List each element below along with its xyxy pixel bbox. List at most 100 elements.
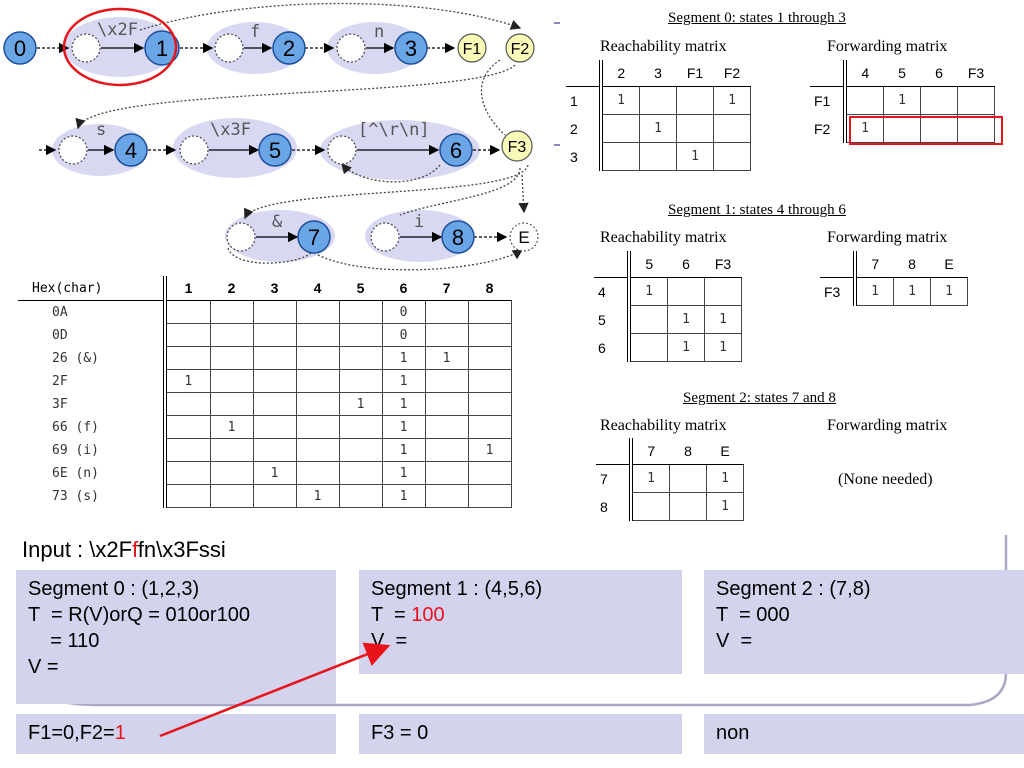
hex-cell: 1 (381, 346, 426, 370)
hex-col-header: 7 (425, 276, 468, 301)
matrix-cell (676, 86, 714, 115)
matrix-cell: 1 (930, 277, 968, 306)
matrix-cell: 1 (630, 464, 670, 493)
hex-col-header: 1 (165, 276, 210, 301)
matrix-cell (639, 142, 677, 171)
segment-1-panel-title: Segment 1 : (4,5,6) (371, 578, 543, 600)
matrix-cell: 1 (854, 277, 894, 306)
hex-row-label: 3F (18, 392, 167, 416)
hex-cell (209, 300, 254, 324)
hex-cell (338, 415, 383, 439)
hex-cell (424, 461, 469, 485)
matrix-cell (704, 277, 742, 306)
segment-2-v-line: V = (716, 630, 753, 652)
matrix-row-label: 6 (594, 333, 631, 362)
hex-cell: 1 (252, 461, 297, 485)
matrix-cell: 1 (667, 305, 705, 334)
matrix-col-header: E (706, 438, 744, 465)
hex-col-header: 5 (339, 276, 382, 301)
hex-cell (338, 438, 383, 462)
input-string: Input : \x2Fffn\x3Fssi (22, 537, 226, 563)
segment-0-title: Segment 0: states 1 through 3 (668, 10, 846, 26)
hex-cell (252, 415, 297, 439)
matrix-col-header: F2 (713, 60, 751, 87)
hex-col-header: 2 (210, 276, 253, 301)
hex-cell (252, 323, 297, 347)
state-4: 4 (125, 138, 137, 163)
matrix-cell: 1 (639, 114, 677, 143)
matrix-row-label: 1 (566, 86, 603, 115)
state-0: 0 (14, 36, 26, 61)
segment-2-panel-title: Segment 2 : (7,8) (716, 578, 871, 600)
hex-cell (252, 369, 297, 393)
hex-cell (295, 369, 340, 393)
hex-cell (295, 415, 340, 439)
hex-cell (338, 300, 383, 324)
segment-2-t-line: T = 000 (716, 604, 790, 626)
forward-flags-0-panel: F1=0,F2=1 (16, 714, 336, 754)
edge-label-x2f: \x2F (97, 20, 138, 40)
hex-cell (164, 484, 211, 508)
hex-cell (424, 323, 469, 347)
hex-cell (209, 369, 254, 393)
matrix-corner (596, 438, 633, 465)
hex-cell (295, 323, 340, 347)
hex-cell: 1 (295, 484, 340, 508)
hex-cell (209, 484, 254, 508)
matrix-corner (566, 60, 603, 87)
matrix-cell (600, 114, 640, 143)
f1-text: F3 = 0 (371, 722, 429, 744)
hex-cell (467, 323, 512, 347)
matrix-col-header: F1 (676, 60, 714, 87)
hex-cell (209, 323, 254, 347)
segment-2-reach-label: Reachability matrix (600, 417, 727, 434)
hex-row-label: 26 (&) (18, 346, 167, 370)
matrix-corner (820, 251, 857, 278)
matrix-cell (600, 142, 640, 171)
hex-cell (467, 369, 512, 393)
matrix-cell (957, 114, 995, 143)
hex-cell (252, 484, 297, 508)
hex-col-header: 4 (296, 276, 339, 301)
highlight-rect (849, 116, 1003, 145)
hex-cell (164, 323, 211, 347)
hex-cell (209, 438, 254, 462)
edge-label-not-newline: [^\r\n] (358, 120, 430, 140)
input-prefix: Input : \x2F (22, 537, 133, 562)
hex-row-label: 2F (18, 369, 167, 393)
forward-flags-2-panel: non (704, 714, 1024, 754)
hex-cell: 1 (381, 392, 426, 416)
matrix-cell: 1 (600, 86, 640, 115)
hex-cell (467, 346, 512, 370)
hex-cell (467, 461, 512, 485)
hex-cell: 1 (424, 346, 469, 370)
segment-0-fwd-label: Forwarding matrix (827, 38, 948, 55)
matrix-row-label: 8 (596, 492, 633, 521)
matrix-cell: 1 (667, 333, 705, 362)
matrix-row-label: F2 (810, 114, 847, 143)
edge-label-n: n (374, 22, 384, 42)
edge-label-s: s (96, 120, 106, 140)
matrix-cell (957, 86, 995, 115)
hex-cell (424, 300, 469, 324)
final-state-f3: F3 (508, 139, 527, 156)
segment-0-v-line: V = (28, 656, 59, 678)
hex-cell (338, 369, 383, 393)
matrix-cell: 1 (883, 86, 921, 115)
segment-1-fwd-label: Forwarding matrix (827, 229, 948, 246)
f0-prefix: F1=0,F2= (28, 722, 115, 744)
hex-cell: 1 (381, 484, 426, 508)
matrix-col-header: 5 (629, 251, 668, 278)
